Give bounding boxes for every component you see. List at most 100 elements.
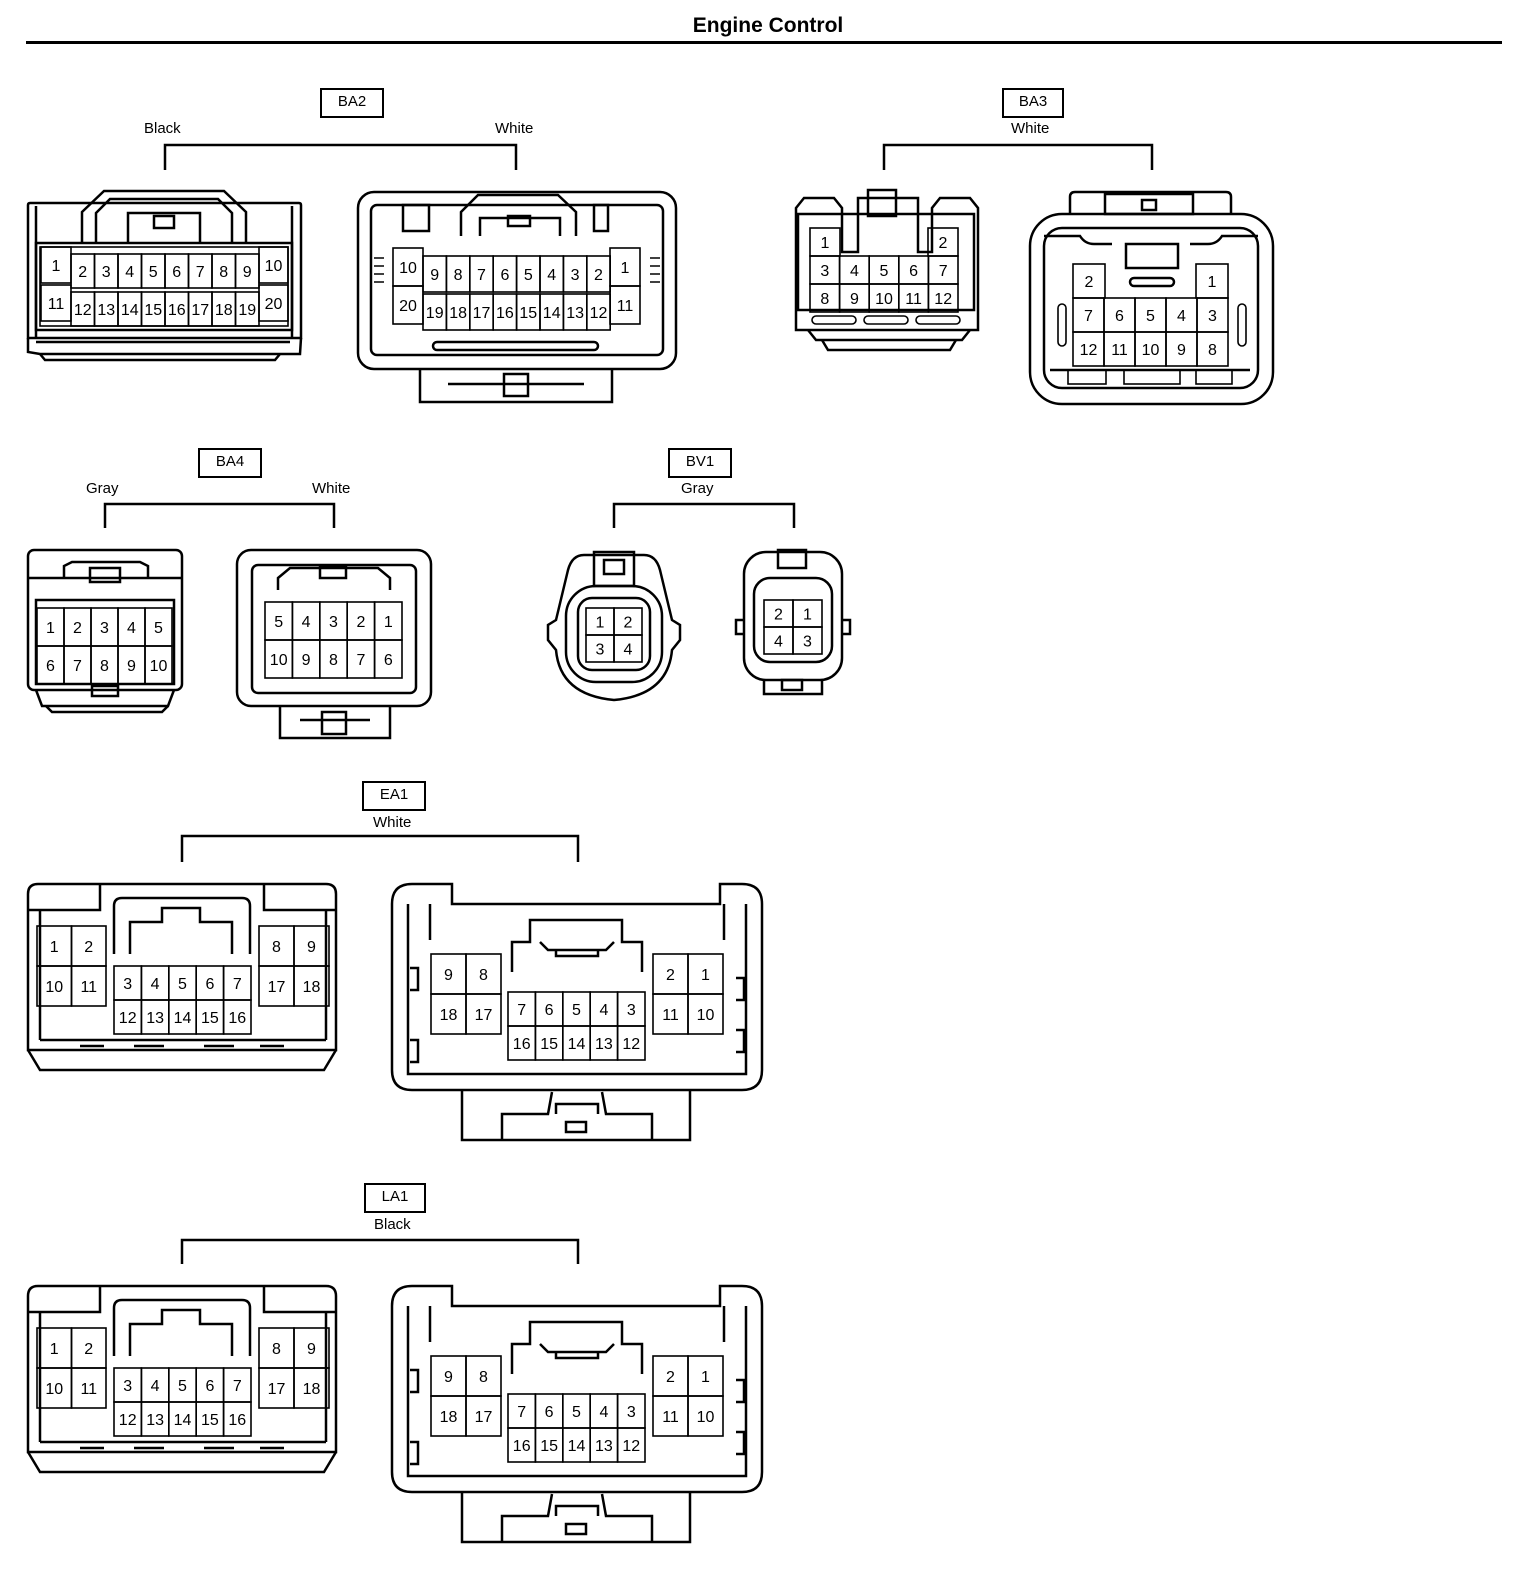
- bracket-ba3: [882, 143, 1154, 170]
- pin-ba2-left: 8: [211, 253, 237, 289]
- pin-number: 6: [384, 652, 393, 669]
- pin-ba2-right: 4: [539, 255, 565, 293]
- pin-ea1-left: 5: [168, 965, 198, 1001]
- pin-number: 9: [430, 267, 439, 284]
- pin-number: 11: [905, 291, 922, 308]
- pin-number: 6: [545, 1002, 554, 1019]
- pin-la1-left: 8: [258, 1327, 295, 1369]
- pin-cell: [70, 1367, 107, 1409]
- pin-number: 8: [100, 658, 109, 675]
- pin-number: 14: [174, 1412, 192, 1429]
- pin-ba4-left: 5: [144, 607, 173, 647]
- pin-ea1-left: 18: [293, 965, 330, 1007]
- pin-number: 14: [568, 1438, 586, 1455]
- pin-ea1-left: 7: [222, 965, 252, 1001]
- pin-la1-right: 4: [589, 1393, 619, 1429]
- pin-cell: [222, 999, 252, 1035]
- connector-la1-right-housing: [390, 1284, 764, 1544]
- pin-number: 8: [454, 267, 463, 284]
- pin-la1-right: 12: [616, 1427, 646, 1463]
- pin-number: 15: [201, 1412, 219, 1429]
- pin-ba4-right: 6: [373, 639, 403, 679]
- pin-number: 3: [596, 642, 605, 659]
- pin-ba2-right: 3: [562, 255, 588, 293]
- pin-ea1-left: 3: [113, 965, 143, 1001]
- pin-number: 12: [119, 1010, 137, 1027]
- pin-number: 15: [201, 1010, 219, 1027]
- pin-number: 7: [517, 1404, 526, 1421]
- pin-number: 9: [307, 939, 316, 956]
- pin-la1-right: 16: [507, 1427, 537, 1463]
- pin-ea1-right: 3: [616, 991, 646, 1027]
- pin-ba2-left: 3: [93, 253, 119, 289]
- pin-ea1-left: 13: [140, 999, 170, 1035]
- pin-number: 2: [84, 939, 93, 956]
- pin-ba2-left: 11: [40, 284, 72, 322]
- pin-number: 6: [545, 1404, 554, 1421]
- pin-bv1-right: 1: [792, 599, 823, 628]
- pin-number: 17: [268, 1381, 286, 1398]
- pin-ba3-left: 3: [809, 255, 841, 285]
- pin-ba2-right: 8: [445, 255, 471, 293]
- pin-la1-right: 2: [652, 1355, 689, 1397]
- pin-number: 13: [97, 302, 115, 319]
- pin-number: 3: [627, 1404, 636, 1421]
- connector-ba3-right-housing: [1028, 190, 1275, 406]
- pin-ba2-left: 14: [117, 291, 143, 327]
- pin-ea1-left: 17: [258, 965, 295, 1007]
- title-rule: [26, 41, 1502, 44]
- pin-number: 5: [1146, 308, 1155, 325]
- pin-number: 10: [1142, 342, 1160, 359]
- pin-number: 12: [74, 302, 92, 319]
- pin-number: 17: [191, 302, 209, 319]
- pin-ba3-right: 8: [1196, 331, 1229, 367]
- pin-number: 16: [496, 305, 514, 322]
- pin-la1-right: 14: [561, 1427, 591, 1463]
- pin-number: 9: [302, 652, 311, 669]
- pin-ba3-right: 6: [1103, 297, 1136, 333]
- connector-color-ba3: White: [1011, 120, 1050, 137]
- pin-ba2-left: 6: [164, 253, 190, 289]
- pin-number: 8: [479, 1369, 488, 1386]
- pin-number: 3: [571, 267, 580, 284]
- pin-ba4-right: 9: [291, 639, 321, 679]
- pin-number: 18: [215, 302, 233, 319]
- pin-number: 10: [697, 1409, 715, 1426]
- pin-ba2-right: 14: [539, 293, 565, 331]
- bracket-la1: [180, 1238, 580, 1264]
- pin-cell: [613, 634, 643, 663]
- pin-ba4-right: 2: [346, 601, 376, 641]
- pin-number: 5: [572, 1404, 581, 1421]
- pin-number: 7: [356, 652, 365, 669]
- pin-ba4-left: 1: [36, 607, 65, 647]
- pin-ba2-left: 1: [40, 246, 72, 284]
- pin-number: 8: [329, 652, 338, 669]
- pin-ea1-right: 5: [561, 991, 591, 1027]
- pin-ba2-right: 11: [609, 285, 641, 325]
- pin-ea1-left: 14: [168, 999, 198, 1035]
- pin-ba4-left: 8: [90, 645, 119, 685]
- pin-ea1-right: 7: [507, 991, 537, 1027]
- pin-number: 9: [243, 264, 252, 281]
- pin-cell: [144, 645, 173, 685]
- pin-number: 2: [84, 1341, 93, 1358]
- pin-number: 6: [172, 264, 181, 281]
- pin-number: 8: [479, 967, 488, 984]
- connector-ba3-left-housing: [794, 188, 980, 352]
- pin-number: 10: [45, 1381, 63, 1398]
- connector-color-bv1: Gray: [681, 480, 714, 497]
- connector-ba2-left-housing: [26, 189, 303, 362]
- pin-ba3-right: 12: [1072, 331, 1105, 367]
- connector-la1-left-housing: [26, 1284, 338, 1474]
- pin-ba2-left: 19: [234, 291, 260, 327]
- pin-cell: [609, 285, 641, 325]
- pin-number: 12: [1080, 342, 1098, 359]
- pin-la1-left: 14: [168, 1401, 198, 1437]
- pin-number: 14: [568, 1036, 586, 1053]
- pin-ba2-right: 12: [585, 293, 611, 331]
- pin-cell: [222, 1401, 252, 1437]
- pin-number: 8: [272, 939, 281, 956]
- connector-ea1-left-housing: [26, 882, 338, 1072]
- pin-number: 11: [48, 296, 65, 313]
- pin-la1-left: 9: [293, 1327, 330, 1369]
